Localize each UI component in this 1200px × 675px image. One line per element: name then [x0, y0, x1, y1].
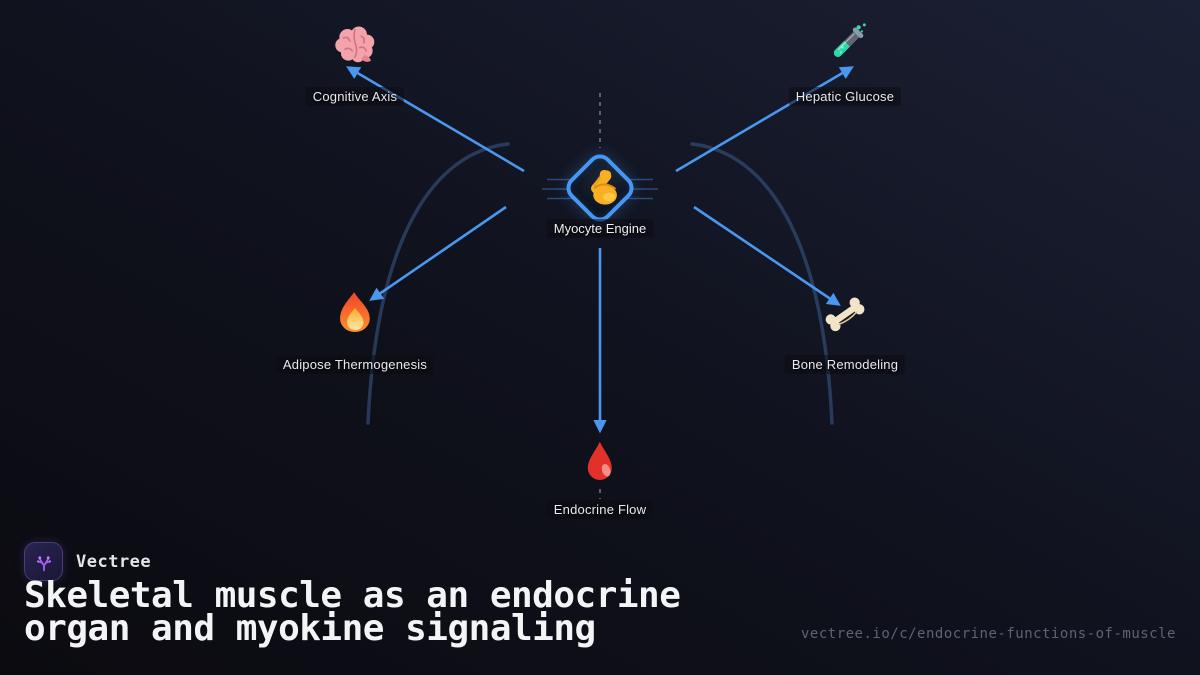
brain-icon [335, 26, 375, 63]
node-endocrine-flow[interactable]: Endocrine Flow [546, 436, 654, 519]
decorative-arc-left [366, 142, 510, 425]
edge-to-adipose-thermogenesis [369, 205, 507, 301]
footer-url: vectree.io/c/endocrine-functions-of-musc… [800, 626, 1176, 642]
node-label: Adipose Thermogenesis [275, 355, 435, 374]
node-adipose-thermogenesis[interactable]: Adipose Thermogenesis [275, 288, 435, 374]
node-hepatic-glucose[interactable]: Hepatic Glucose [788, 20, 902, 106]
node-bone-remodeling[interactable]: Bone Remodeling [784, 288, 906, 374]
title-line-2: organ and myokine signaling [24, 608, 596, 649]
brand-name: Vectree [76, 551, 152, 572]
center-node-diamond[interactable] [561, 149, 639, 227]
vectree-branch-icon [36, 555, 51, 571]
flexed-biceps-icon [590, 169, 617, 205]
node-cognitive-axis[interactable]: Cognitive Axis [305, 20, 405, 106]
title-line-1: Skeletal muscle as an endocrine [24, 575, 681, 616]
test-tube-icon [834, 23, 866, 57]
decorative-arc-right [690, 142, 834, 425]
blood-drop-icon [588, 441, 612, 480]
node-label: Myocyte Engine [546, 219, 654, 238]
vectree-logo [24, 542, 63, 581]
node-label: Hepatic Glucose [788, 87, 902, 106]
node-label: Bone Remodeling [784, 355, 906, 374]
page-title: Skeletal muscle as an endocrine organ an… [24, 575, 681, 649]
node-label: Cognitive Axis [305, 87, 405, 106]
fire-icon [340, 292, 370, 332]
node-label: Endocrine Flow [546, 500, 654, 519]
bone-icon [825, 297, 865, 332]
brand-row: Vectree [24, 542, 151, 581]
